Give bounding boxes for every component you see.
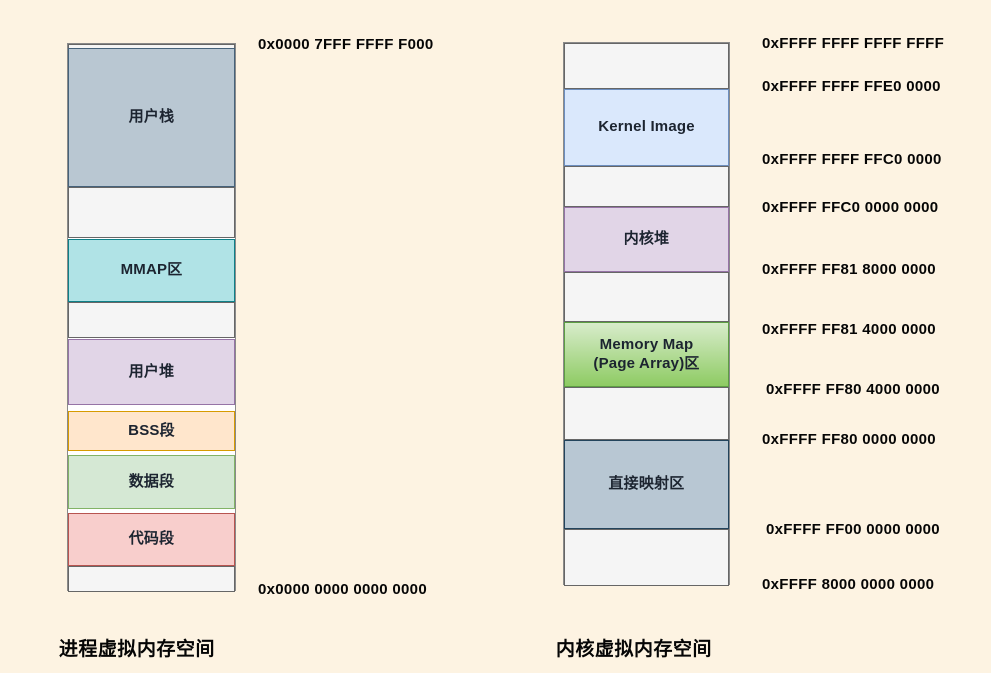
address-kernel-image-bottom: 0xFFFF FFFF FFC0 0000 — [762, 151, 942, 168]
address-kernel-image-top: 0xFFFF FFFF FFE0 0000 — [762, 78, 941, 95]
segment-empty — [564, 272, 729, 322]
segment-label: Kernel Image — [598, 118, 695, 136]
segment-bss: BSS段 — [68, 411, 235, 451]
segment-kernel-heap: 内核堆 — [564, 207, 729, 272]
segment-kernel-image: Kernel Image — [564, 89, 729, 166]
segment-empty — [564, 43, 729, 89]
segment-label: 用户堆 — [128, 362, 175, 380]
segment-label: 代码段 — [128, 530, 175, 548]
segment-mmap: MMAP区 — [68, 239, 235, 302]
kernel-memory-column: Kernel Image 内核堆 Memory Map (Page Array)… — [563, 42, 730, 586]
segment-empty — [68, 187, 235, 238]
segment-empty — [564, 387, 729, 440]
segment-label: MMAP区 — [120, 261, 183, 279]
segment-data: 数据段 — [68, 455, 235, 509]
segment-label: BSS段 — [128, 421, 175, 439]
address-kernel-heap-bottom: 0xFFFF FF81 8000 0000 — [762, 261, 936, 278]
segment-direct-mapping: 直接映射区 — [564, 440, 729, 529]
address-user-space-top: 0x0000 7FFF FFFF F000 — [258, 36, 434, 53]
segment-code: 代码段 — [68, 513, 235, 566]
segment-empty — [68, 302, 235, 338]
segment-empty-bottom — [68, 566, 235, 592]
address-kernel-heap-top: 0xFFFF FFC0 0000 0000 — [762, 199, 939, 216]
segment-label: Memory Map (Page Array)区 — [593, 335, 700, 372]
address-kernel-bottom: 0xFFFF 8000 0000 0000 — [762, 576, 935, 593]
segment-label: 数据段 — [128, 472, 175, 490]
segment-user-stack: 用户栈 — [68, 48, 235, 187]
address-user-space-bottom: 0x0000 0000 0000 0000 — [258, 581, 427, 598]
segment-memory-map: Memory Map (Page Array)区 — [564, 322, 729, 387]
address-kernel-top: 0xFFFF FFFF FFFF FFFF — [762, 35, 945, 52]
address-memory-map-bottom: 0xFFFF FF80 4000 0000 — [766, 381, 940, 398]
process-memory-title: 进程虚拟内存空间 — [59, 639, 216, 660]
segment-label: 内核堆 — [623, 230, 670, 248]
address-direct-mapping-top: 0xFFFF FF80 0000 0000 — [762, 431, 936, 448]
segment-label: 直接映射区 — [608, 475, 685, 493]
kernel-memory-title: 内核虚拟内存空间 — [556, 639, 713, 660]
segment-user-heap: 用户堆 — [68, 339, 235, 405]
segment-empty-bottom — [564, 529, 729, 586]
address-memory-map-top: 0xFFFF FF81 4000 0000 — [762, 321, 936, 338]
segment-label: 用户栈 — [128, 108, 175, 126]
segment-empty — [564, 166, 729, 207]
address-direct-mapping-bottom: 0xFFFF FF00 0000 0000 — [766, 521, 940, 538]
process-memory-column: 用户栈 MMAP区 用户堆 BSS段 数据段 代码段 — [67, 43, 236, 592]
